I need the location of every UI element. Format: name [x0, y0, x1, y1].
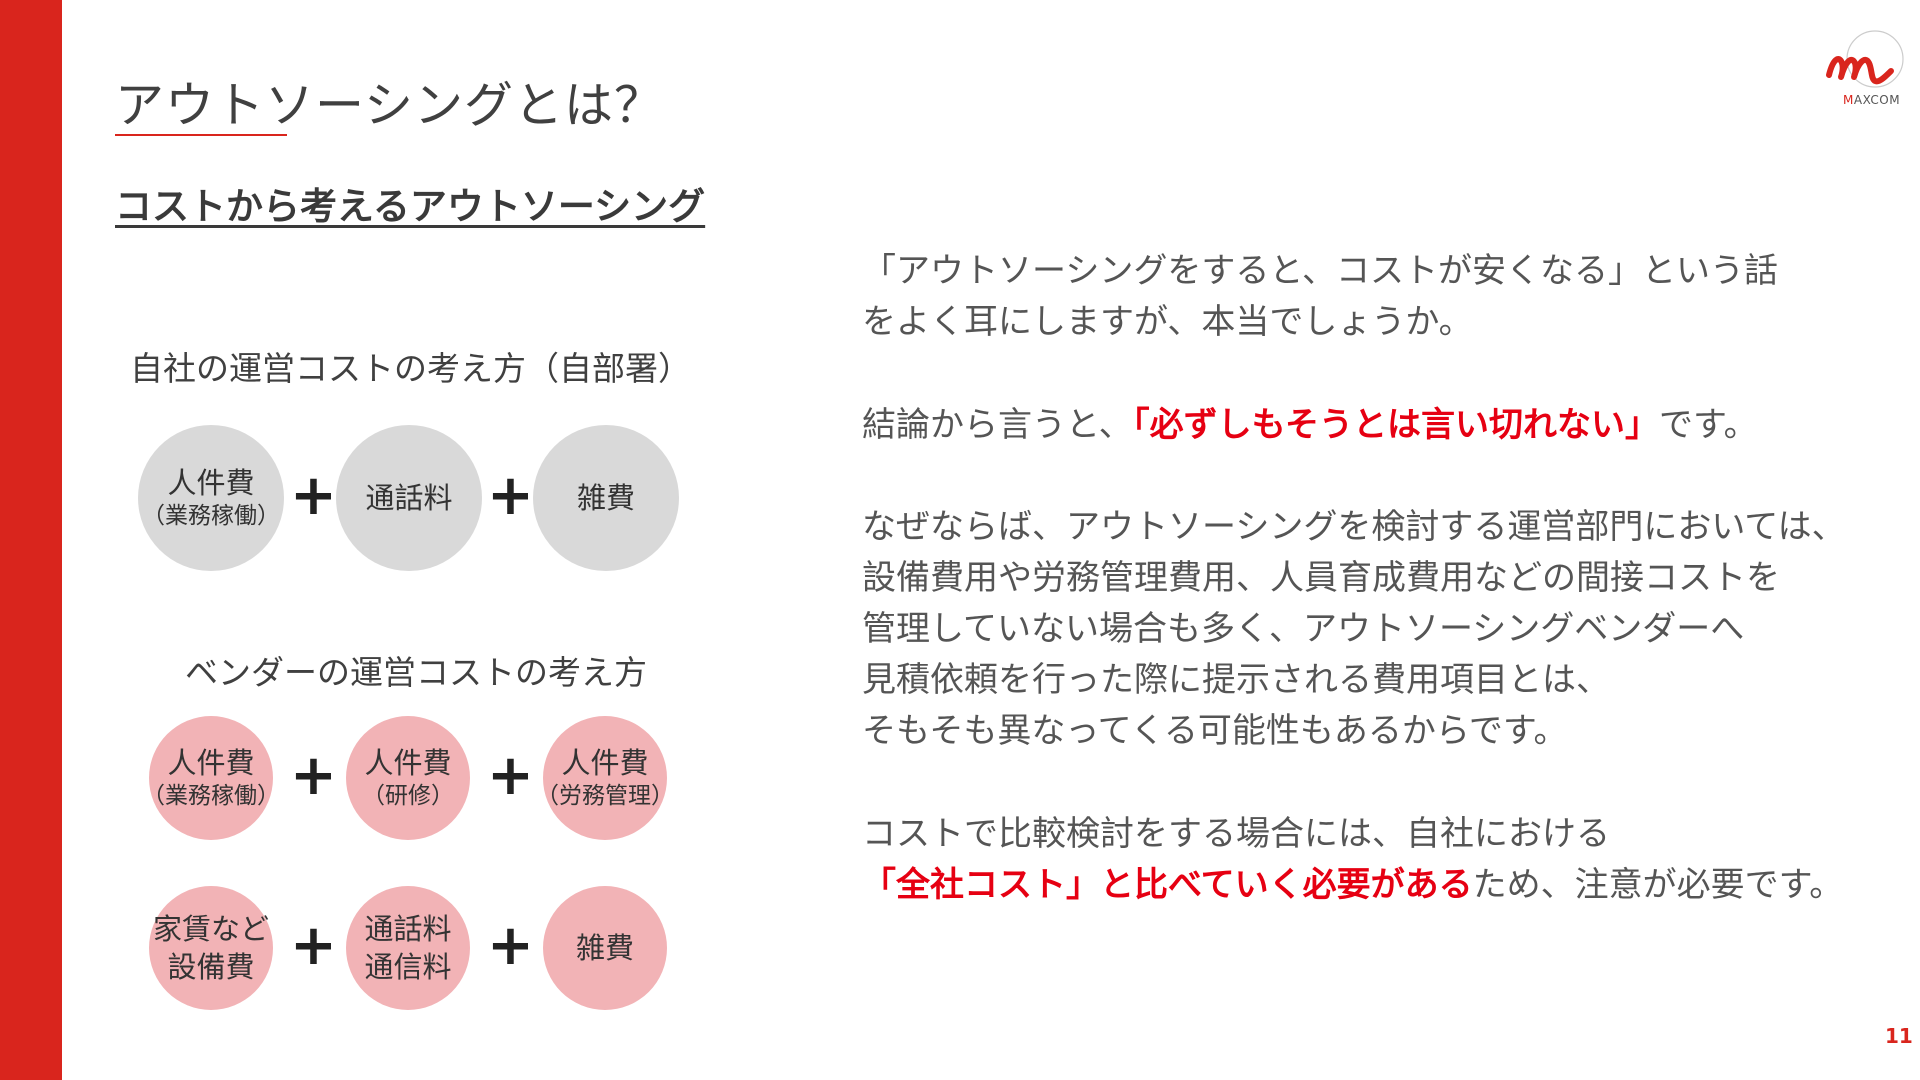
- left-accent-bar: [0, 0, 62, 1080]
- page-title: アウトソーシングとは？: [115, 77, 665, 134]
- maxcom-logo: MAXCOM: [1815, 25, 1915, 115]
- plus-sign: +: [290, 463, 337, 528]
- body-paragraph-3-line-4: 見積依頼を行った際に提示される費用項目とは、: [862, 660, 1610, 700]
- body-paragraph-3-line-5: そもそも異なってくる可能性もあるからです。: [862, 711, 1568, 751]
- cost-circle-call-fee: 通話料: [336, 425, 482, 571]
- plus-sign: +: [487, 463, 534, 528]
- body-paragraph-4-line-1: コストで比較検討をする場合には、自社における: [862, 814, 1610, 854]
- total-cost-emphasis: 「全社コスト」と比べていく必要がある: [862, 865, 1473, 905]
- maxcom-logo-icon: [1826, 30, 1904, 88]
- logo-text: MAXCOM: [1843, 93, 1901, 107]
- body-paragraph-2: 結論から言うと、「必ずしもそうとは言い切れない」です。: [862, 405, 1758, 445]
- plus-sign: +: [290, 743, 337, 808]
- vendor-circle-facility: 家賃など 設備費: [149, 886, 273, 1010]
- vendor-heading: ベンダーの運営コストの考え方: [185, 653, 647, 692]
- body-paragraph-3-line-3: 管理していない場合も多く、アウトソーシングベンダーへ: [862, 609, 1745, 649]
- plus-sign: +: [487, 913, 534, 978]
- plus-sign: +: [290, 913, 337, 978]
- vendor-circle-training: 人件費 （研修）: [346, 716, 470, 840]
- in-house-heading: 自社の運営コストの考え方（自部署）: [130, 349, 691, 388]
- cost-circle-misc: 雑費: [533, 425, 679, 571]
- vendor-circle-communication: 通話料 通信料: [346, 886, 470, 1010]
- body-paragraph-3-line-1: なぜならば、アウトソーシングを検討する運営部門においては、: [862, 507, 1846, 547]
- conclusion-emphasis: 「必ずしもそうとは言い切れない」: [1132, 405, 1659, 445]
- vendor-circle-labor-management: 人件費 （労務管理）: [536, 716, 674, 840]
- body-paragraph-4-line-2: 「全社コスト」と比べていく必要があるため、注意が必要です。: [862, 865, 1844, 905]
- body-paragraph-1-line-2: をよく耳にしますが、本当でしょうか。: [862, 302, 1473, 342]
- body-paragraph-3-line-2: 設備費用や労務管理費用、人員育成費用などの間接コストを: [862, 558, 1780, 598]
- page-number: 11: [1885, 1024, 1913, 1048]
- plus-sign: +: [487, 743, 534, 808]
- vendor-circle-labor: 人件費 （業務稼働）: [142, 716, 280, 840]
- body-paragraph-1-line-1: 「アウトソーシングをすると、コストが安くなる」という話: [862, 251, 1778, 291]
- title-underline: [115, 134, 287, 136]
- section-subtitle: コストから考えるアウトソーシング: [115, 185, 706, 228]
- cost-circle-labor: 人件費 （業務稼働）: [138, 425, 284, 571]
- vendor-circle-misc: 雑費: [543, 886, 667, 1010]
